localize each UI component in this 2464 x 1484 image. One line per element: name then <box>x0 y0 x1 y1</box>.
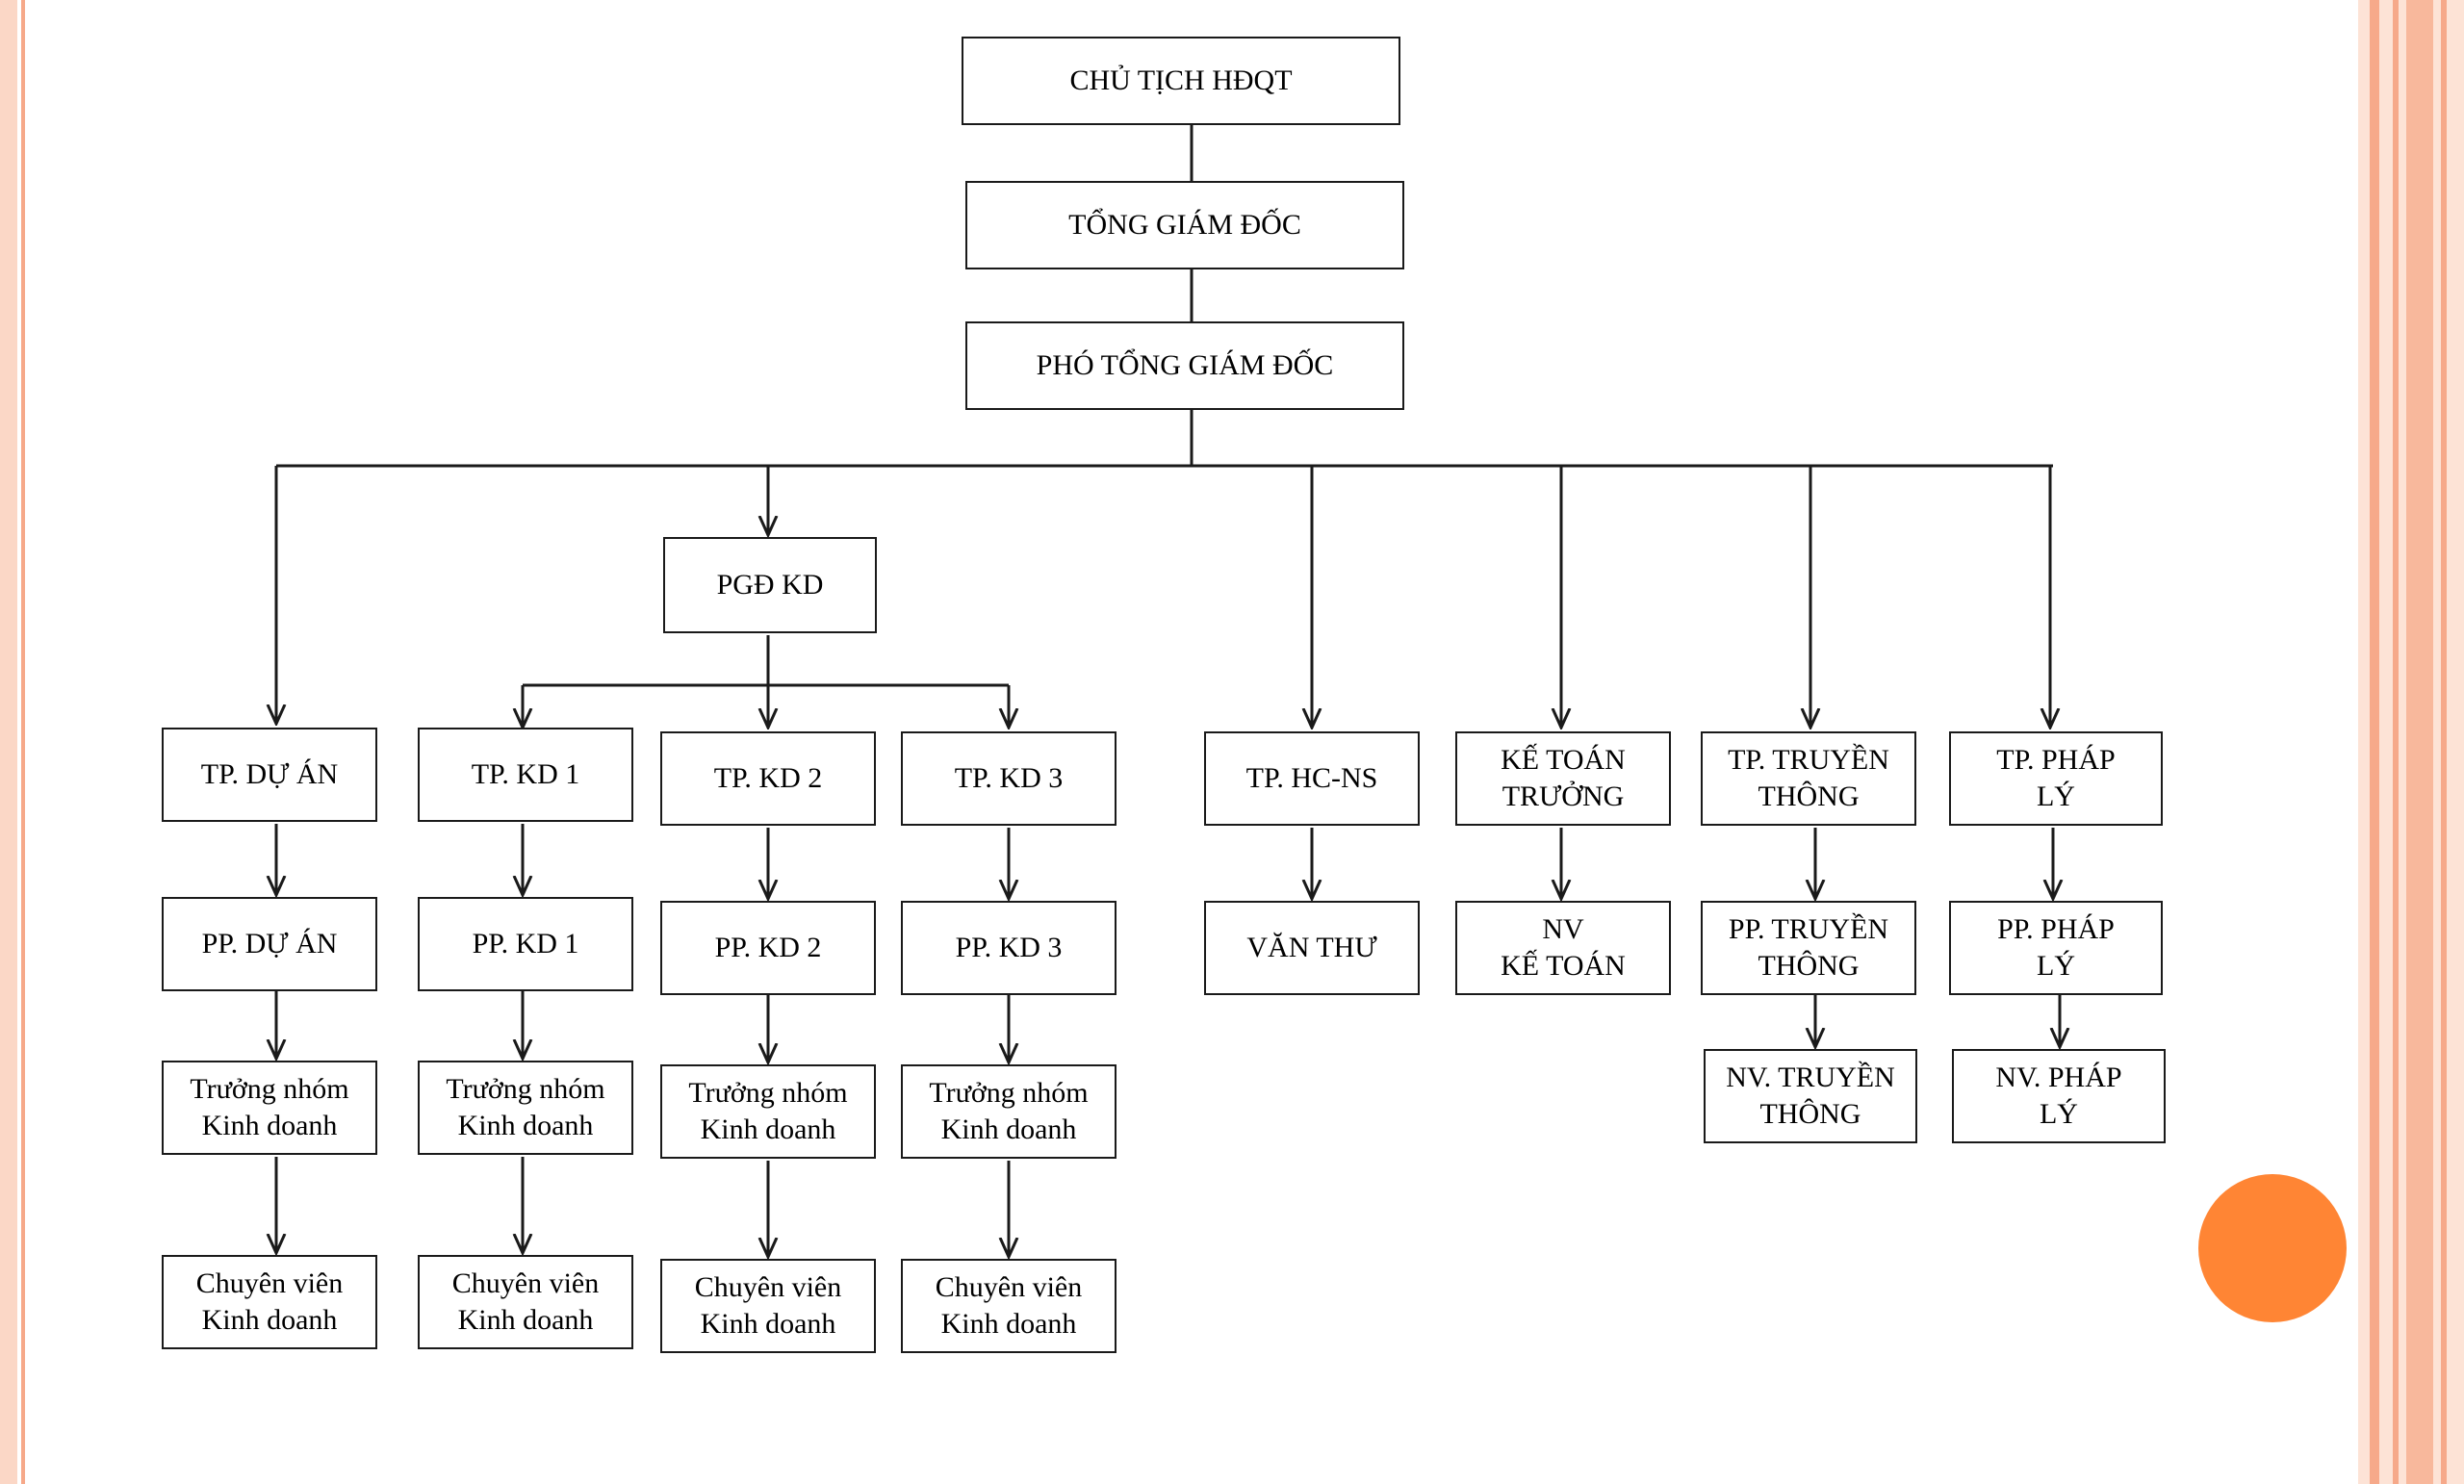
node-pp-kd2: PP. KD 2 <box>660 901 876 995</box>
node-truong-nhom-du-an-label: Trưởng nhóm Kinh doanh <box>190 1072 349 1141</box>
node-tp-kd1-label: TP. KD 1 <box>471 757 580 790</box>
node-chuyen-vien-du-an-label: Chuyên viên Kinh doanh <box>195 1267 344 1336</box>
node-deputy-ceo-label: PHÓ TỔNG GIÁM ĐỐC <box>1036 348 1334 381</box>
node-tp-phap-ly-label: TP. PHÁP LÝ <box>1996 743 2116 812</box>
node-nv-phap-ly: NV. PHÁP LÝ <box>1952 1049 2166 1143</box>
node-van-thu-label: VĂN THƯ <box>1246 931 1377 963</box>
node-tp-kd3-label: TP. KD 3 <box>954 761 1064 794</box>
left-border-band <box>0 0 17 1484</box>
node-tp-truyen-thong: TP. TRUYỀN THÔNG <box>1701 731 1916 826</box>
node-tp-phap-ly: TP. PHÁP LÝ <box>1949 731 2163 826</box>
node-nv-truyen-thong-label: NV. TRUYỀN THÔNG <box>1726 1061 1895 1130</box>
node-pp-truyen-thong-label: PP. TRUYỀN THÔNG <box>1728 912 1889 982</box>
node-chairman: CHỦ TỊCH HĐQT <box>962 37 1400 125</box>
node-pp-kd1: PP. KD 1 <box>418 897 633 991</box>
node-chuyen-vien-kd1-label: Chuyên viên Kinh doanh <box>451 1267 600 1336</box>
node-nv-ke-toan-label: NV KẾ TOÁN <box>1501 912 1626 982</box>
node-tp-kd2: TP. KD 2 <box>660 731 876 826</box>
node-truong-nhom-kd3-label: Trưởng nhóm Kinh doanh <box>929 1076 1089 1145</box>
right-border-band <box>2370 0 2379 1484</box>
node-ke-toan-truong: KẾ TOÁN TRƯỞNG <box>1455 731 1671 826</box>
node-nv-ke-toan: NV KẾ TOÁN <box>1455 901 1671 995</box>
right-border-band-2 <box>2393 0 2399 1484</box>
node-truong-nhom-kd2: Trưởng nhóm Kinh doanh <box>660 1064 876 1159</box>
node-chairman-label: CHỦ TỊCH HĐQT <box>1069 64 1293 96</box>
node-chuyen-vien-kd3: Chuyên viên Kinh doanh <box>901 1259 1116 1353</box>
node-pp-phap-ly: PP. PHÁP LÝ <box>1949 901 2163 995</box>
node-tp-kd1: TP. KD 1 <box>418 728 633 822</box>
node-tp-kd2-label: TP. KD 2 <box>713 761 823 794</box>
node-tp-truyen-thong-label: TP. TRUYỀN THÔNG <box>1728 743 1889 812</box>
node-ke-toan-truong-label: KẾ TOÁN TRƯỞNG <box>1501 743 1626 812</box>
node-chuyen-vien-kd1: Chuyên viên Kinh doanh <box>418 1255 633 1349</box>
right-border-band-3 <box>2406 0 2433 1484</box>
node-tp-kd3: TP. KD 3 <box>901 731 1116 826</box>
node-truong-nhom-kd2-label: Trưởng nhóm Kinh doanh <box>688 1076 848 1145</box>
node-nv-phap-ly-label: NV. PHÁP LÝ <box>1995 1061 2122 1130</box>
node-truong-nhom-kd3: Trưởng nhóm Kinh doanh <box>901 1064 1116 1159</box>
node-pp-phap-ly-label: PP. PHÁP LÝ <box>1997 912 2115 982</box>
left-border-line <box>21 0 25 1484</box>
node-ceo: TỔNG GIÁM ĐỐC <box>965 181 1404 269</box>
node-tp-du-an-label: TP. DỰ ÁN <box>200 757 339 790</box>
node-pp-kd1-label: PP. KD 1 <box>472 927 579 959</box>
node-deputy-ceo: PHÓ TỔNG GIÁM ĐỐC <box>965 321 1404 410</box>
decorative-orange-circle <box>2198 1174 2347 1322</box>
node-chuyen-vien-kd2: Chuyên viên Kinh doanh <box>660 1259 876 1353</box>
node-van-thu: VĂN THƯ <box>1204 901 1420 995</box>
node-pp-du-an: PP. DỰ ÁN <box>162 897 377 991</box>
node-chuyen-vien-kd3-label: Chuyên viên Kinh doanh <box>935 1270 1083 1340</box>
node-truong-nhom-kd1-label: Trưởng nhóm Kinh doanh <box>446 1072 605 1141</box>
node-pgd-kd: PGĐ KD <box>663 537 877 633</box>
node-truong-nhom-du-an: Trưởng nhóm Kinh doanh <box>162 1061 377 1155</box>
node-pp-kd2-label: PP. KD 2 <box>714 931 822 963</box>
node-tp-du-an: TP. DỰ ÁN <box>162 728 377 822</box>
node-ceo-label: TỔNG GIÁM ĐỐC <box>1068 208 1301 241</box>
right-border-band-4 <box>2441 0 2447 1484</box>
node-tp-hcns-label: TP. HC-NS <box>1245 761 1378 794</box>
node-tp-hcns: TP. HC-NS <box>1204 731 1420 826</box>
node-pgd-kd-label: PGĐ KD <box>716 568 824 601</box>
node-pp-kd3: PP. KD 3 <box>901 901 1116 995</box>
node-pp-kd3-label: PP. KD 3 <box>955 931 1063 963</box>
node-pp-truyen-thong: PP. TRUYỀN THÔNG <box>1701 901 1916 995</box>
node-truong-nhom-kd1: Trưởng nhóm Kinh doanh <box>418 1061 633 1155</box>
node-nv-truyen-thong: NV. TRUYỀN THÔNG <box>1704 1049 1917 1143</box>
node-chuyen-vien-du-an: Chuyên viên Kinh doanh <box>162 1255 377 1349</box>
node-pp-du-an-label: PP. DỰ ÁN <box>201 927 338 959</box>
node-chuyen-vien-kd2-label: Chuyên viên Kinh doanh <box>694 1270 842 1340</box>
